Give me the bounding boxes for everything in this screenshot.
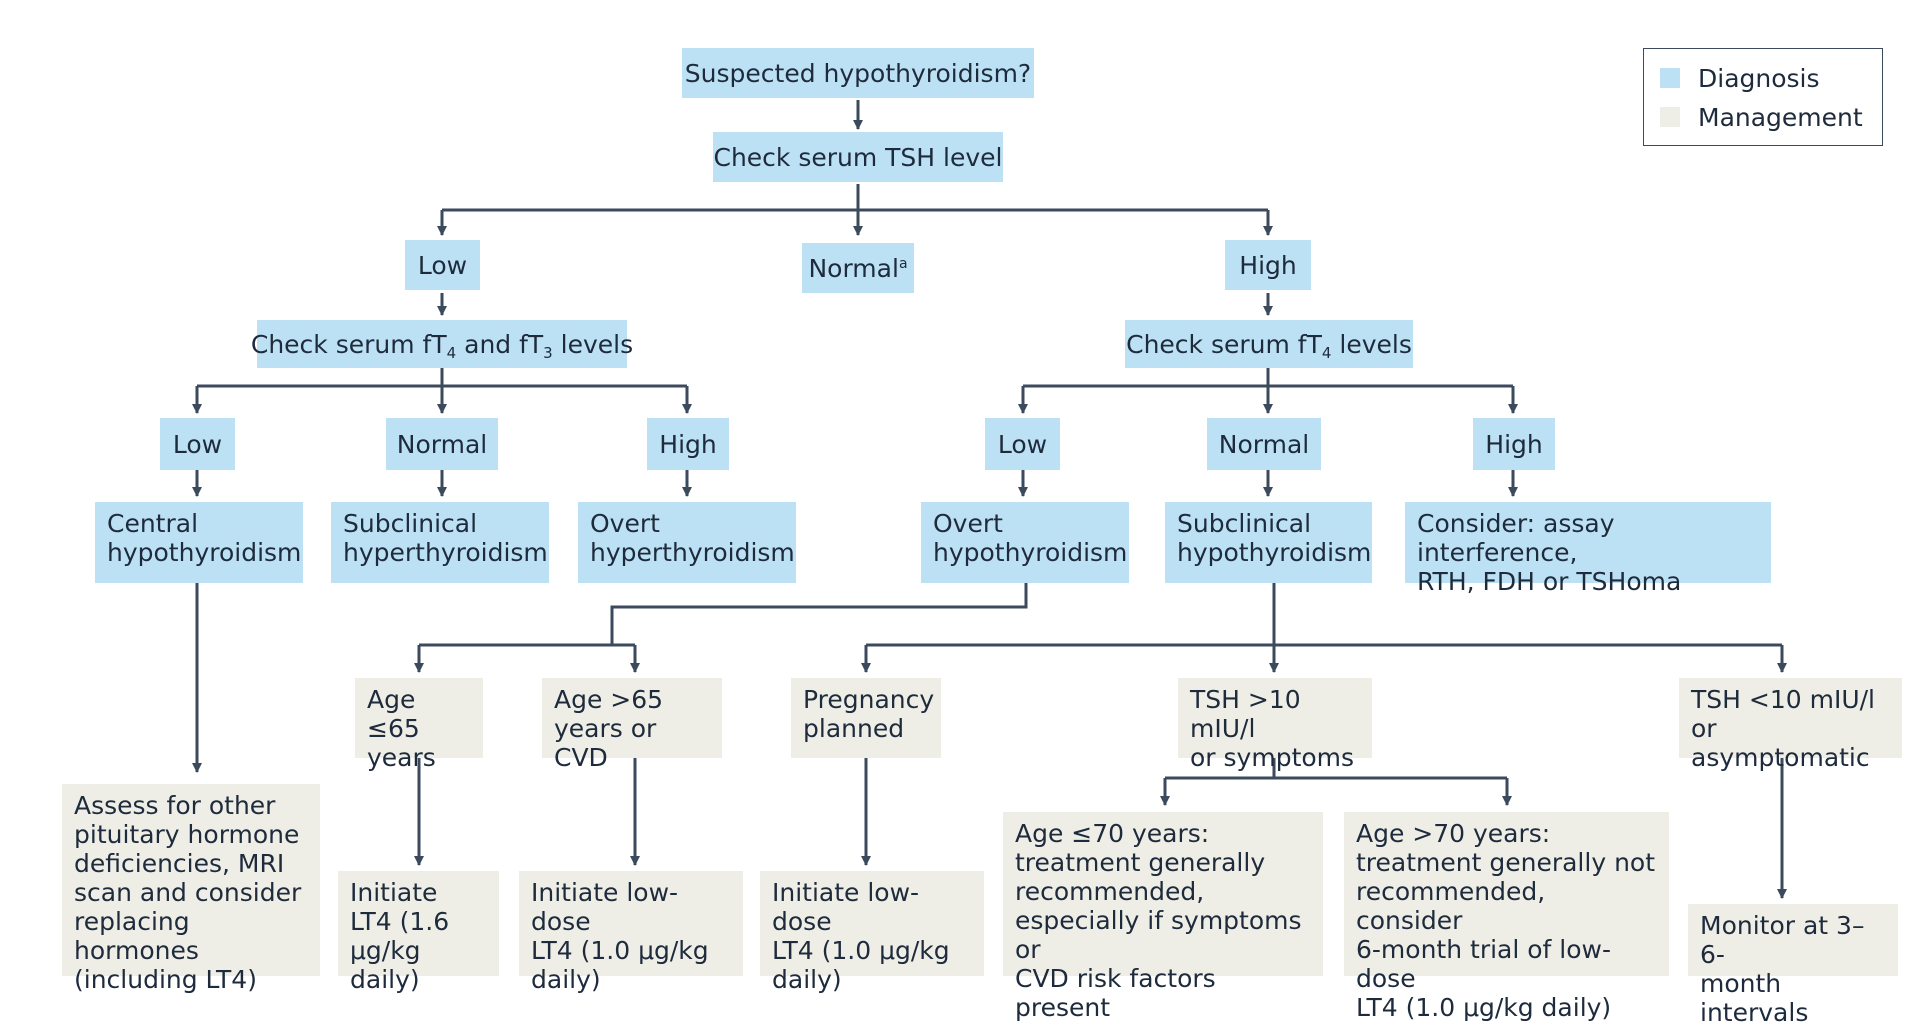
age-gt70-box: Age >70 years: treatment generally not r… xyxy=(1344,812,1669,1022)
legend-swatch-management xyxy=(1660,107,1680,127)
check-ft4-ft3-sub2: 3 xyxy=(543,343,553,362)
legend-item-diagnosis: Diagnosis xyxy=(1660,63,1820,93)
check-ft4-post: levels xyxy=(1331,329,1412,359)
assess-box: Assess for other pituitary hormone defic… xyxy=(62,784,320,994)
age-le65-box: Age ≤65 years xyxy=(355,678,483,772)
pregnancy-text: Pregnancy planned xyxy=(803,685,935,743)
tsh-low-text: Low xyxy=(417,250,468,280)
legend-label-diagnosis: Diagnosis xyxy=(1698,63,1820,93)
overt-hyperthyroidism-box: Overt hyperthyroidism xyxy=(578,502,796,583)
pregnancy-box: Pregnancy planned xyxy=(791,678,941,758)
overt-hypothyroidism-text: Overt hypothyroidism xyxy=(933,509,1128,567)
check-ft4-ft3-pre: Check serum fT xyxy=(250,329,447,359)
age-le70-text: Age ≤70 years: treatment generally recom… xyxy=(1015,819,1302,1022)
age-gt65-text: Age >65 years or CVD xyxy=(554,685,664,772)
rp-normal-text: Normal xyxy=(1218,429,1310,459)
age-le70-box: Age ≤70 years: treatment generally recom… xyxy=(1003,812,1323,1022)
subclinical-hypothyroidism-text: Subclinical hypothyroidism xyxy=(1177,509,1372,567)
central-hypothyroidism-box: Central hypothyroidism xyxy=(95,502,303,583)
tsh-normal-text: Normala xyxy=(808,254,907,283)
overt-hypothyroidism-box: Overt hypothyroidism xyxy=(921,502,1129,583)
check-ft4-ft3-post: levels xyxy=(552,329,634,359)
consider-box: Consider: assay interference, RTH, FDH o… xyxy=(1405,502,1771,596)
monitor-box: Monitor at 3–6- month intervals xyxy=(1688,904,1898,1027)
check-ft4-pre: Check serum fT xyxy=(1126,329,1322,359)
check-ft4-ft3-mid: and fT xyxy=(456,329,544,359)
tsh-normal-footnote: a xyxy=(898,255,908,272)
hypothyroidism-flowchart: Suspected hypothyroidism? Check serum TS… xyxy=(62,48,1902,1027)
lp-low-box: Low xyxy=(160,418,235,470)
consider-text: Consider: assay interference, RTH, FDH o… xyxy=(1417,509,1682,596)
check-tsh-box: Check serum TSH level xyxy=(713,132,1003,182)
overt-hyperthyroidism-text: Overt hyperthyroidism xyxy=(590,509,795,567)
rp-high-text: High xyxy=(1485,429,1543,459)
tsh-low-box: Low xyxy=(405,240,480,290)
check-ft4-ft3-sub1: 4 xyxy=(446,343,457,362)
central-hypothyroidism-text: Central hypothyroidism xyxy=(107,509,302,567)
tsh-high-box: High xyxy=(1225,240,1311,290)
check-ft4-ft3-box: Check serum fT4 and fT3 levels xyxy=(251,320,633,368)
edge-overt-hypo-down xyxy=(610,583,1028,645)
lp-high-box: High xyxy=(647,418,729,470)
suspected-hypothyroidism-box: Suspected hypothyroidism? xyxy=(682,48,1034,98)
flowchart-connectors xyxy=(192,100,1787,899)
rp-low-box: Low xyxy=(985,418,1060,470)
tsh-gt10-text: TSH >10 mIU/l or symptoms xyxy=(1190,685,1355,772)
legend-item-management: Management xyxy=(1660,102,1863,132)
check-ft4-ft3-text: Check serum fT4 and fT3 levels xyxy=(250,329,634,362)
rp-normal-box: Normal xyxy=(1207,418,1321,470)
tsh-high-text: High xyxy=(1239,250,1297,280)
suspected-hypothyroidism-text: Suspected hypothyroidism? xyxy=(684,58,1032,88)
subclinical-hyperthyroidism-text: Subclinical hyperthyroidism xyxy=(343,509,548,567)
lp-normal-box: Normal xyxy=(386,418,498,470)
check-tsh-text: Check serum TSH level xyxy=(713,142,1003,172)
age-le65-text: Age ≤65 years xyxy=(367,685,436,772)
monitor-text: Monitor at 3–6- month intervals xyxy=(1700,911,1865,1027)
initiate-lt4-text: Initiate LT4 (1.6 μg/kg daily) xyxy=(350,878,450,994)
legend-swatch-diagnosis xyxy=(1660,68,1680,88)
subclinical-hyperthyroidism-box: Subclinical hyperthyroidism xyxy=(331,502,549,583)
tsh-normal-box: Normala xyxy=(802,243,914,293)
rp-high-box: High xyxy=(1473,418,1555,470)
tsh-lt10-text: TSH <10 mIU/l or asymptomatic xyxy=(1691,685,1875,772)
initiate-low-dose-a-text: Initiate low-dose LT4 (1.0 μg/kg daily) xyxy=(531,878,709,994)
check-ft4-sub1: 4 xyxy=(1321,343,1332,362)
tsh-normal-label: Normal xyxy=(808,253,899,283)
initiate-lt4-box: Initiate LT4 (1.6 μg/kg daily) xyxy=(338,871,499,994)
check-ft4-text: Check serum fT4 levels xyxy=(1126,329,1412,362)
age-gt65-box: Age >65 years or CVD xyxy=(542,678,722,772)
assess-text: Assess for other pituitary hormone defic… xyxy=(74,791,302,994)
initiate-low-dose-a-box: Initiate low-dose LT4 (1.0 μg/kg daily) xyxy=(519,871,743,994)
check-ft4-box: Check serum fT4 levels xyxy=(1125,320,1413,368)
age-gt70-text: Age >70 years: treatment generally not r… xyxy=(1356,819,1656,1022)
initiate-low-dose-b-text: Initiate low-dose LT4 (1.0 μg/kg daily) xyxy=(772,878,950,994)
lp-normal-text: Normal xyxy=(396,429,488,459)
legend-label-management: Management xyxy=(1698,102,1863,132)
initiate-low-dose-b-box: Initiate low-dose LT4 (1.0 μg/kg daily) xyxy=(760,871,984,994)
legend: Diagnosis Management xyxy=(1643,48,1883,146)
subclinical-hypothyroidism-box: Subclinical hypothyroidism xyxy=(1165,502,1372,583)
tsh-gt10-box: TSH >10 mIU/l or symptoms xyxy=(1178,678,1372,772)
lp-low-text: Low xyxy=(172,429,223,459)
rp-low-text: Low xyxy=(997,429,1048,459)
tsh-lt10-box: TSH <10 mIU/l or asymptomatic xyxy=(1679,678,1902,772)
lp-high-text: High xyxy=(659,429,717,459)
